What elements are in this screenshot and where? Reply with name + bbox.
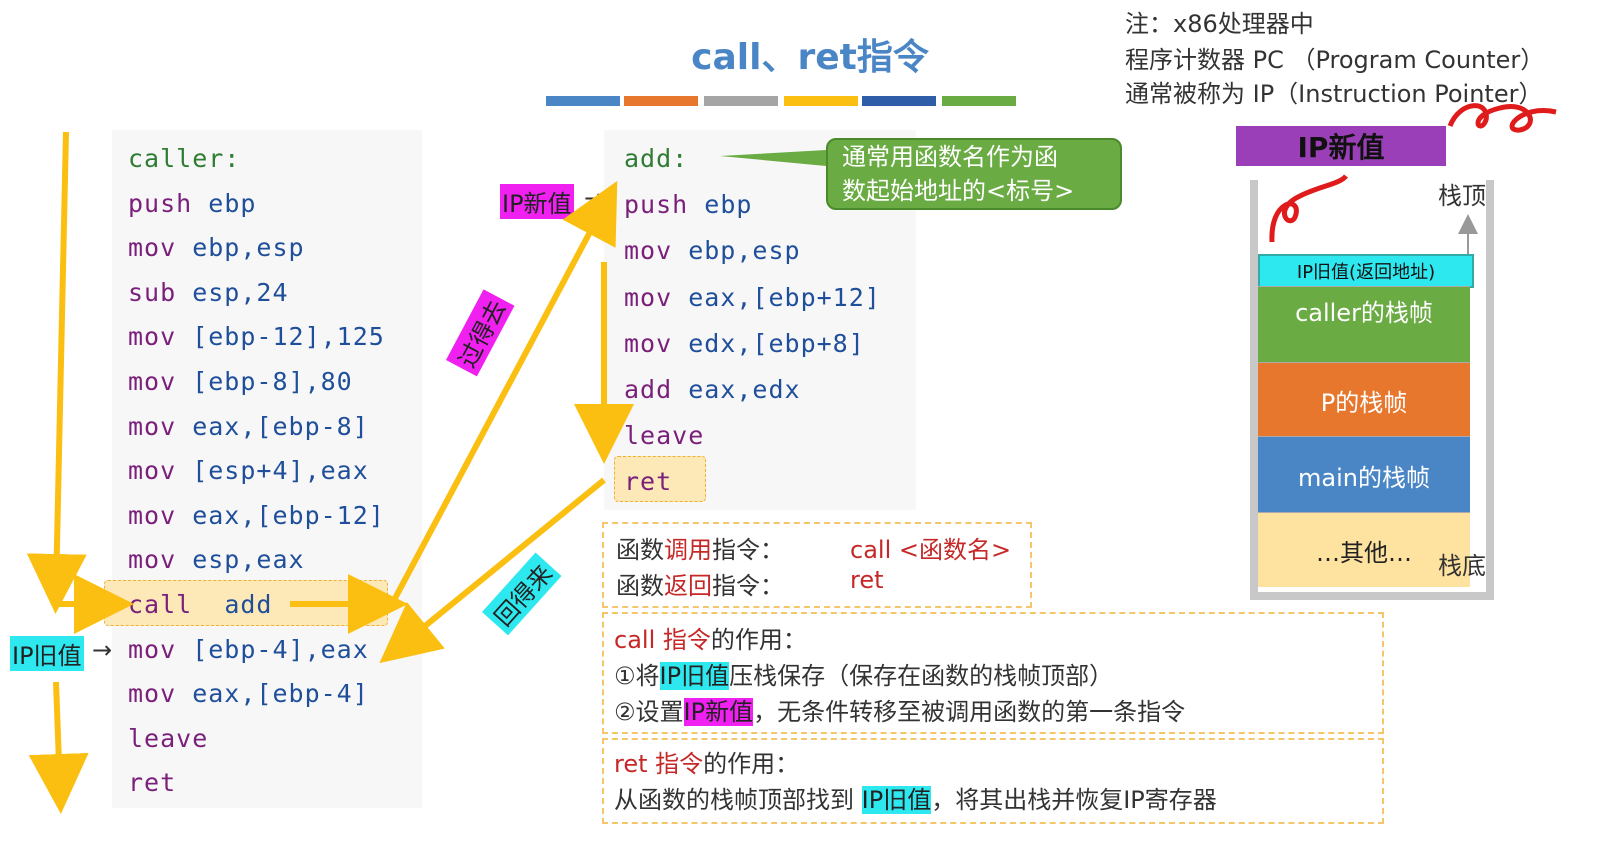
caller-code-line: push ebp: [128, 188, 257, 218]
ip-old-arrow-glyph: →: [92, 636, 113, 664]
callout-line-1: 通常用函数名作为函: [842, 143, 1058, 171]
caller-code-line: leave: [128, 723, 209, 753]
ret-effect-line-1: 从函数的栈帧顶部找到 IP旧值，将其出栈并恢复IP寄存器: [614, 786, 1217, 814]
caller-code-panel: [112, 130, 422, 808]
stack-bottom-label: 栈底: [1438, 552, 1486, 580]
caller-code-line: ret: [128, 768, 177, 798]
back-arrow: [379, 477, 606, 664]
page-title: call、ret指令: [691, 37, 929, 78]
call-effect-heading: call 指令的作用：: [614, 626, 807, 654]
ret-instr-label: 函数返回指令：: [616, 572, 784, 600]
add-code-line: mov ebp,esp: [624, 236, 801, 266]
add-code-label: add:: [624, 144, 689, 173]
stack-frame-return-address: IP旧值(返回地址): [1258, 254, 1474, 288]
add-code-line: mov edx,[ebp+8]: [624, 328, 865, 358]
add-code-line: push ebp: [624, 190, 753, 220]
stack-container: [1250, 180, 1494, 600]
title-bar-gray: [704, 96, 778, 106]
ip-old-tag: IP旧值: [10, 636, 84, 671]
note-line-2: 程序计数器 PC （Program Counter）: [1125, 46, 1545, 74]
caller-code-line: mov eax,[ebp-4]: [128, 679, 369, 709]
caller-flow-arrow: [26, 131, 87, 614]
add-code-line: add eax,edx: [624, 375, 801, 404]
caller-code-line: call add: [128, 590, 273, 619]
red-scribble-left: [1269, 174, 1348, 243]
caller-code-line: mov [esp+4],eax: [128, 456, 369, 486]
caller-code-label: caller:: [128, 144, 241, 173]
call-instr-value: call <函数名>: [850, 536, 1012, 564]
ret-instr-value: ret: [850, 566, 884, 594]
ip-new-tag: IP新值: [500, 184, 574, 219]
callout-pointer: [720, 150, 826, 166]
caller-code-line: mov [ebp-8],80: [128, 367, 353, 396]
title-bar-green: [942, 96, 1016, 106]
caller-code-line: mov eax,[ebp-8]: [128, 411, 369, 441]
function-label-callout: 通常用函数名作为函 数起始地址的<标号>: [826, 138, 1122, 210]
call-effect-line-1: ①将IP旧值压栈保存（保存在函数的栈帧顶部）: [614, 662, 1114, 690]
caller-code-line: mov ebp,esp: [128, 233, 305, 263]
add-code-line: ret: [624, 467, 673, 497]
caller-code-line: mov [ebp-12],125: [128, 322, 385, 352]
ip-new-value-box: IP新值: [1236, 126, 1446, 166]
stack-frame-p: P的栈帧: [1258, 362, 1470, 437]
instruction-summary-box: [602, 522, 1032, 608]
add-code-line: leave: [624, 421, 705, 451]
callout-line-2: 数起始地址的<标号>: [842, 177, 1075, 205]
caller-code-line: mov esp,eax: [128, 545, 305, 575]
stack-frame-caller: caller的栈帧: [1258, 286, 1470, 362]
ret-line-highlight: [614, 456, 706, 502]
ret-effect-box: [602, 738, 1384, 824]
stack-frame-main: main的栈帧: [1258, 436, 1470, 513]
ret-effect-heading: ret 指令的作用：: [614, 750, 800, 778]
title-bar-blue: [546, 96, 620, 106]
stack-top-label: 栈顶: [1438, 182, 1486, 210]
caller-code-line: mov eax,[ebp-12]: [128, 500, 385, 530]
red-scribble-right: [1447, 103, 1557, 133]
title-bar-darkblue: [862, 96, 936, 106]
after-return-arrow: [28, 681, 89, 814]
call-effect-box: [602, 612, 1384, 734]
go-arrow: [389, 180, 618, 606]
caller-code-line: sub esp,24: [128, 277, 289, 307]
stack-frame-other: …其他…: [1258, 512, 1470, 587]
call-instr-label: 函数调用指令：: [616, 536, 784, 564]
add-code-line: mov eax,[ebp+12]: [624, 282, 881, 312]
call-effect-line-2: ②设置IP新值，无条件转移至被调用函数的第一条指令: [614, 698, 1186, 726]
caller-code-line: mov [ebp-4],eax: [128, 634, 369, 664]
title-bar-orange: [624, 96, 698, 106]
note-line-1: 注：x86处理器中: [1125, 10, 1314, 38]
title-bar-yellow: [784, 96, 858, 106]
